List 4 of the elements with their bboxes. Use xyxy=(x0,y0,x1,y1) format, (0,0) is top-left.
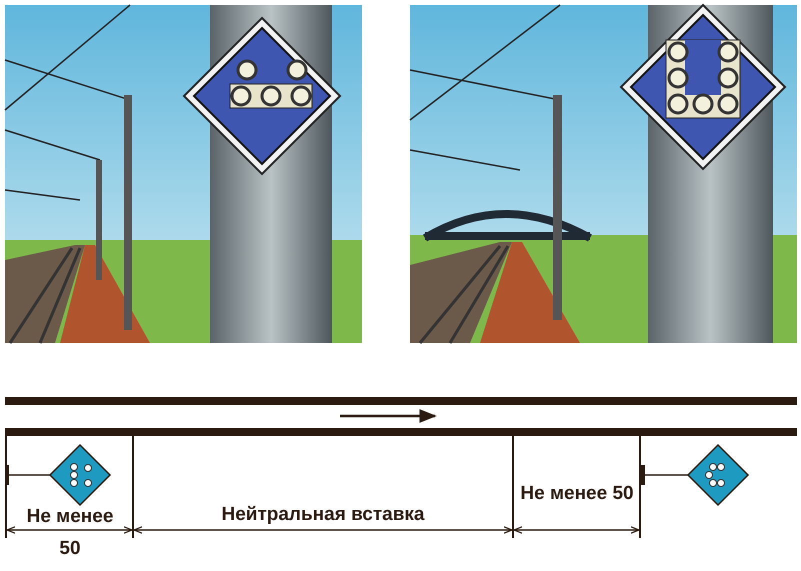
dimension-label: Нейтральная вставка xyxy=(220,503,426,527)
dimension-label: Не менее 50 xyxy=(519,482,635,506)
dimension-value: 50 xyxy=(58,537,82,561)
dimension-label: Не менее xyxy=(26,505,114,529)
